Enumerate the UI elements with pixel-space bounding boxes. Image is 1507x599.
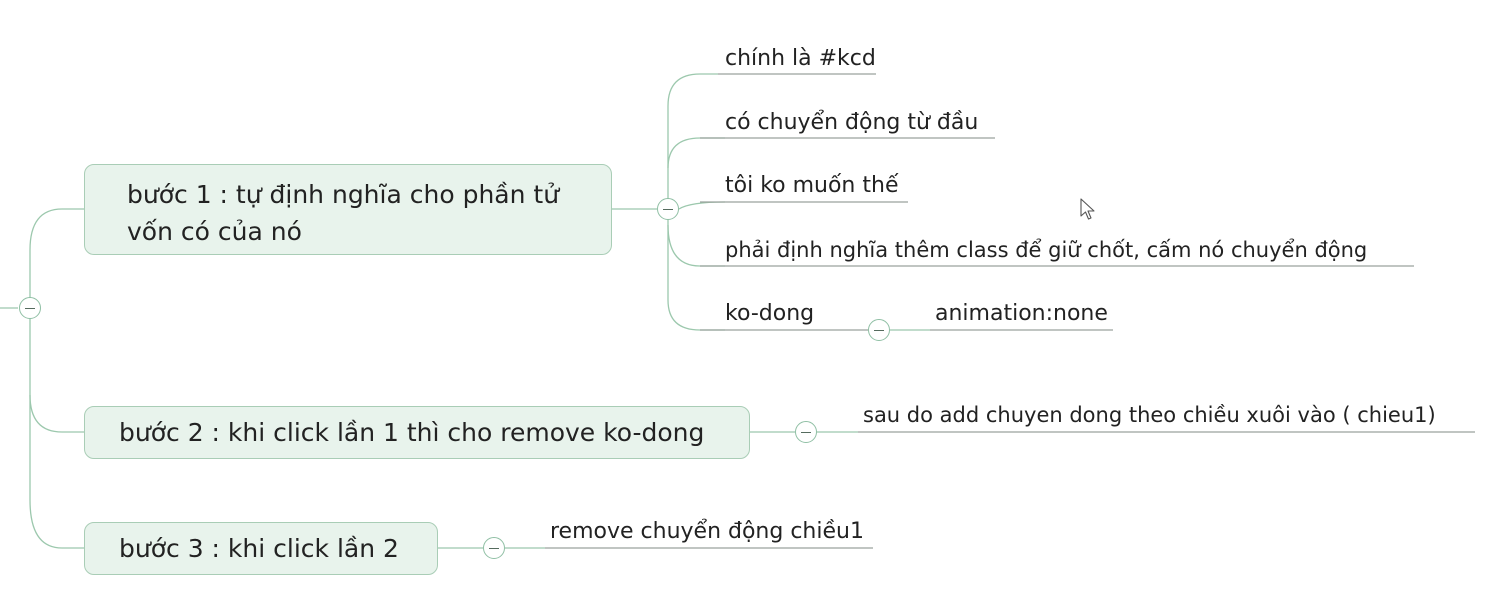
step-1-node[interactable]: bước 1 : tự định nghĩa cho phần tử vốn c…: [84, 164, 612, 255]
step-1-label: bước 1 : tự định nghĩa cho phần tử vốn c…: [127, 180, 560, 246]
step-2-node[interactable]: bước 2 : khi click lần 1 thì cho remove …: [84, 406, 750, 459]
step-3-child-1[interactable]: remove chuyển động chiều1: [550, 519, 864, 544]
step-1-child-4[interactable]: phải định nghĩa thêm class để giữ chốt, …: [725, 238, 1368, 262]
step-1-collapse-toggle-icon[interactable]: [657, 198, 679, 220]
step-1-child-2[interactable]: có chuyển động từ đầu: [725, 110, 979, 135]
step-1-child-1[interactable]: chính là #kcd: [725, 46, 876, 71]
step-3-node[interactable]: bước 3 : khi click lần 2: [84, 522, 438, 575]
step-2-label: bước 2 : khi click lần 1 thì cho remove …: [119, 418, 705, 447]
step-1-child-5[interactable]: ko-dong: [725, 301, 815, 326]
step-2-collapse-toggle-icon[interactable]: [795, 421, 817, 443]
mouse-pointer-icon: [1080, 198, 1095, 220]
root-collapse-toggle-icon[interactable]: [19, 297, 41, 319]
step-2-child-1[interactable]: sau do add chuyen dong theo chiều xuôi v…: [863, 403, 1436, 427]
step-1-child-3[interactable]: tôi ko muốn thế: [725, 173, 899, 198]
step-3-label: bước 3 : khi click lần 2: [119, 534, 399, 563]
step-3-collapse-toggle-icon[interactable]: [483, 537, 505, 559]
ko-dong-child-1[interactable]: animation:none: [935, 301, 1108, 326]
ko-dong-collapse-toggle-icon[interactable]: [868, 319, 890, 341]
